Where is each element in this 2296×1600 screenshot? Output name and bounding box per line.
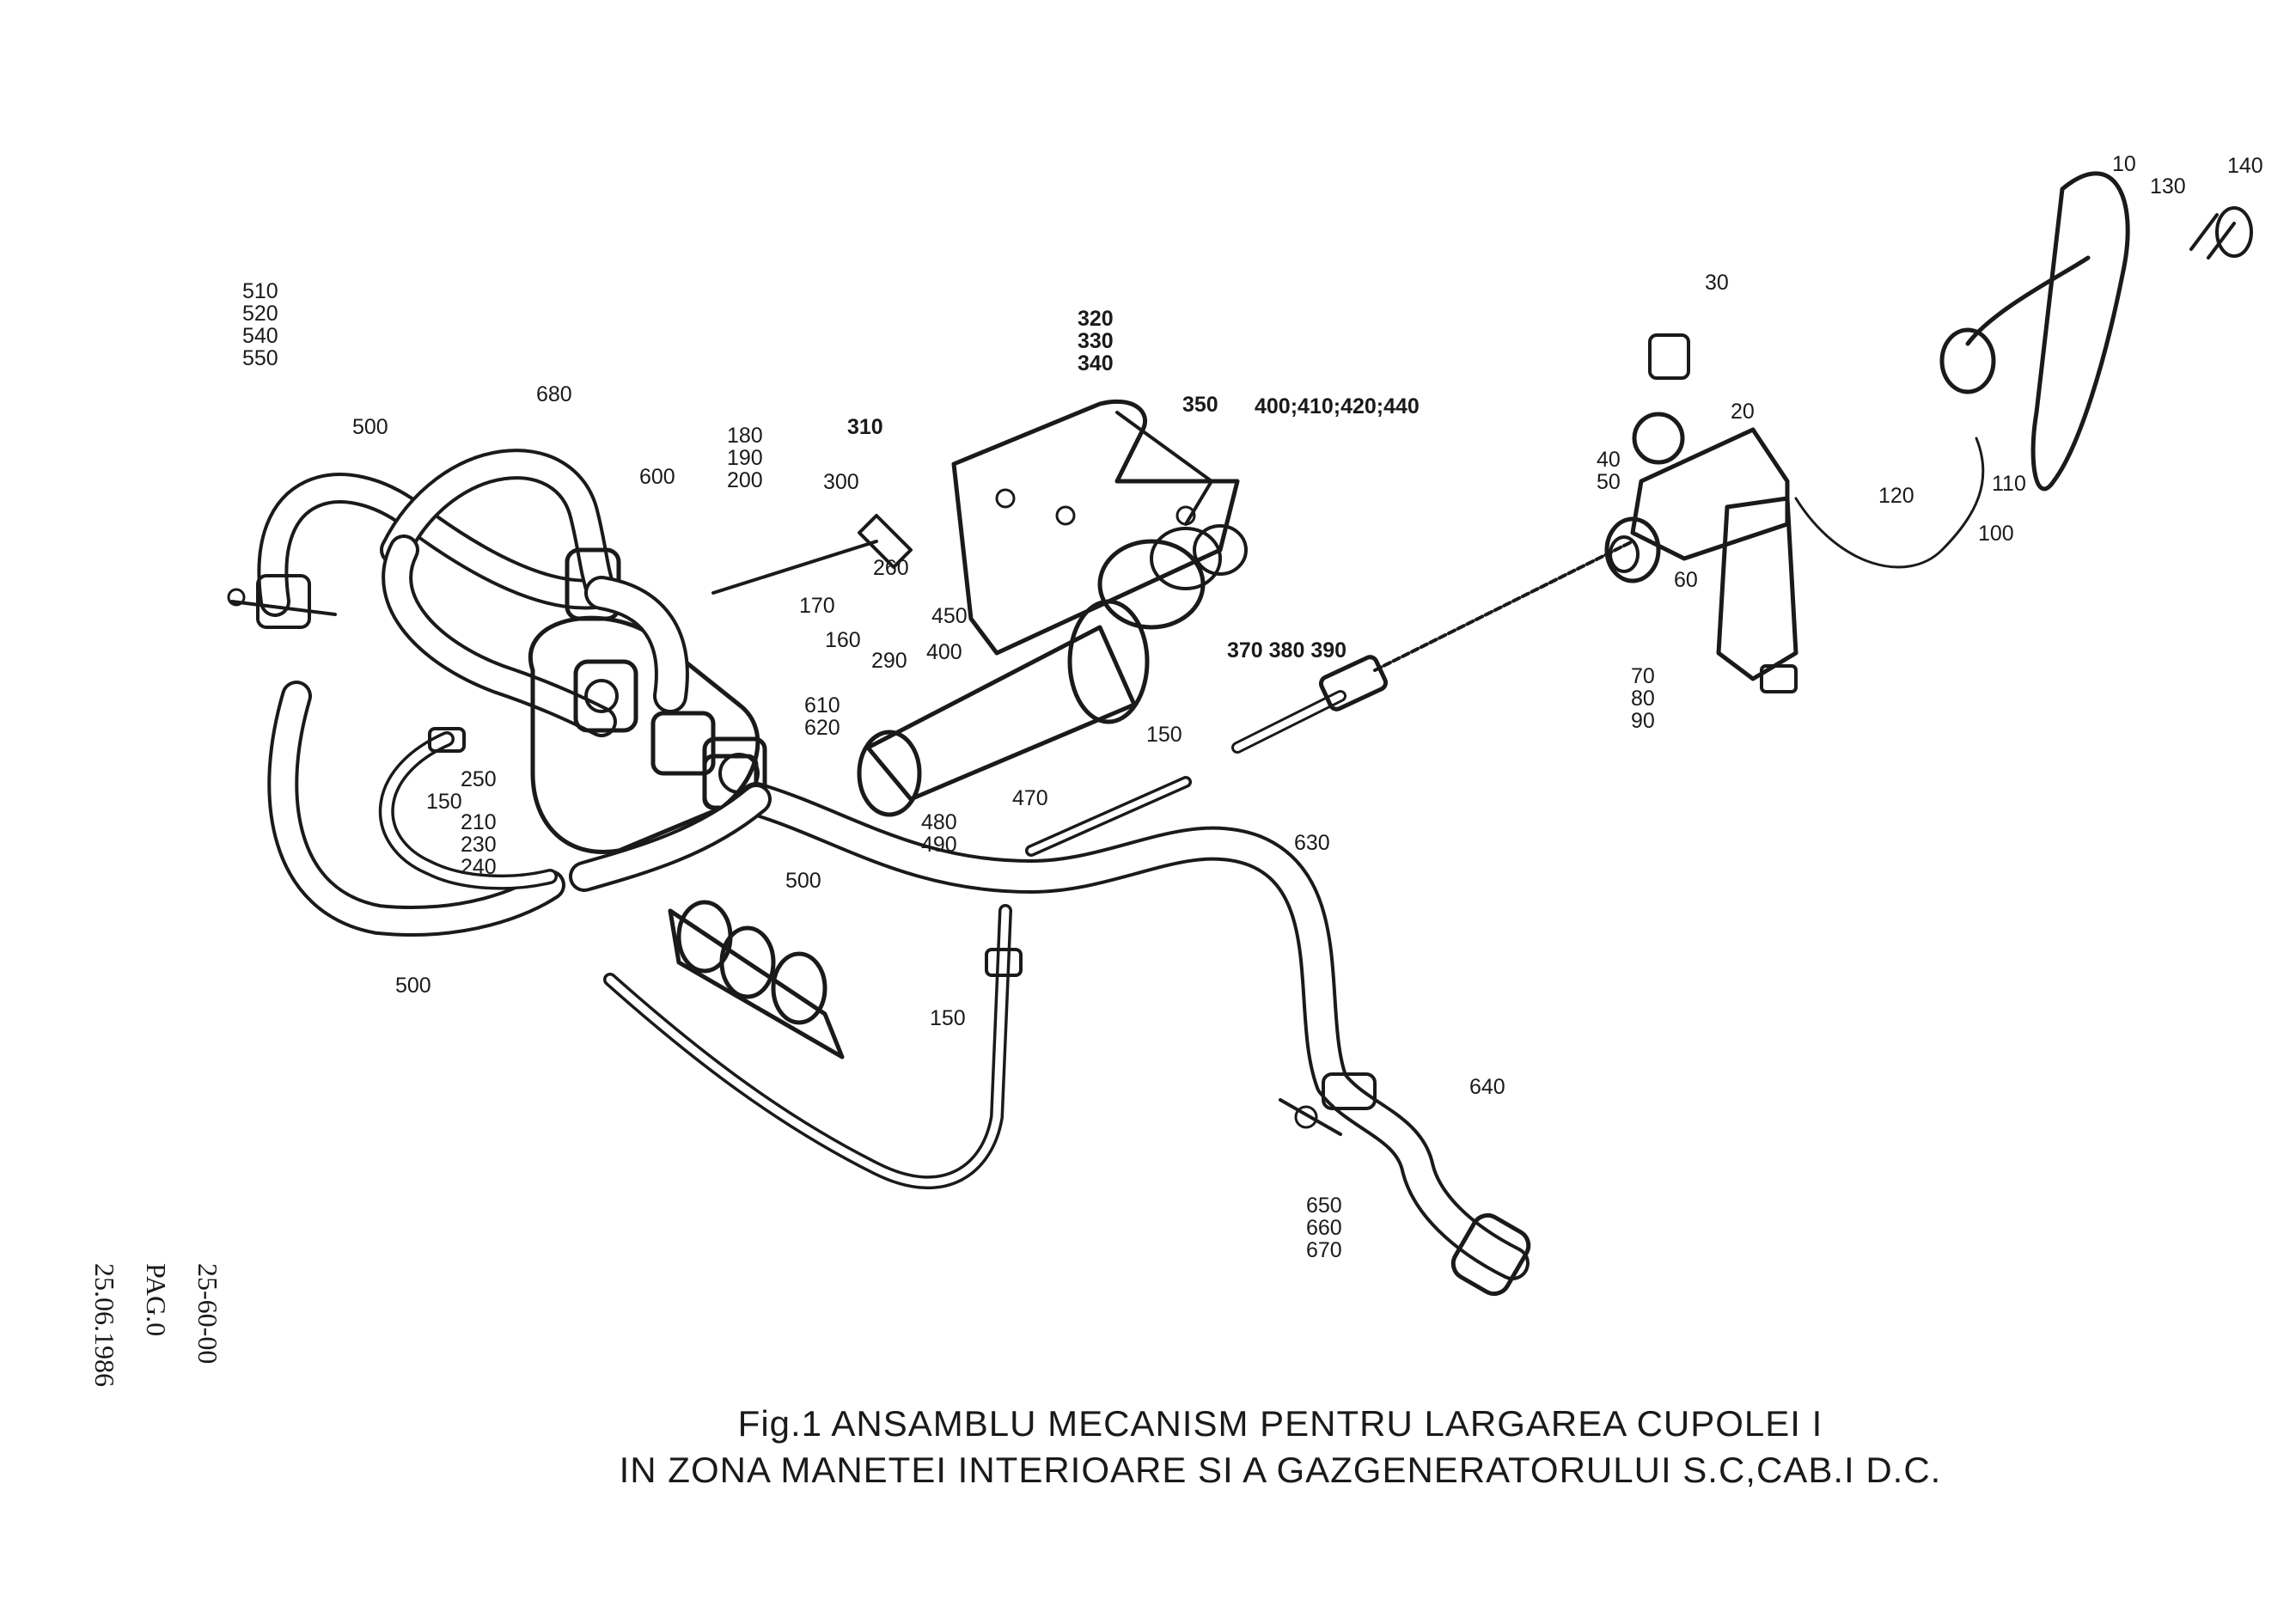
part-label-150-lower: 150 [930,1006,966,1030]
part-label-110: 110 [1992,472,2026,496]
part-label-400-440: 400;410;420;440 [1255,394,1420,418]
part-label-260: 260 [873,556,909,580]
hose-500-left [267,681,565,937]
caption-line-1: Fig.1 ANSAMBLU MECANISM PENTRU LARGAREA … [737,1403,1823,1444]
clamp-640 [1279,1072,1377,1136]
part-label-100: 100 [1978,522,2014,546]
part-label-500-right: 500 [785,869,821,893]
part-label-150-upper: 150 [1146,723,1182,747]
hose-600 [584,576,689,713]
part-label-30: 30 [1705,271,1729,295]
part-label-630: 630 [1294,831,1330,855]
hose-500-lower [569,784,772,892]
part-label-150-left: 150 [426,790,462,814]
tube-150-upper [1025,776,1192,857]
part-label-140: 140 [2227,154,2263,178]
part-label-130: 130 [2150,174,2186,198]
cable-upper-left [711,514,913,595]
part-label-500-bottom: 500 [395,974,431,998]
wire-100 [1794,437,1985,569]
bracket-350 [951,399,1240,656]
part-label-120: 120 [1878,484,1914,508]
part-label-450: 450 [931,604,968,628]
doc-code: 25-60-00 [192,1263,223,1365]
part-label-640: 640 [1469,1075,1505,1099]
part-label-60: 60 [1674,568,1698,592]
doc-date: 25.06.1986 [89,1263,120,1387]
part-label-10: 10 [2112,152,2136,176]
cable-main [1231,540,1634,754]
part-label-160: 160 [825,628,861,652]
tube-150-lower [603,904,1023,1190]
clamp-510 [227,574,337,629]
handle-10 [1939,171,2253,492]
hose-680 [380,449,617,608]
part-label-370-390: 370 380 390 [1227,638,1347,663]
part-label-20: 20 [1731,400,1755,424]
part-label-600: 600 [639,465,675,489]
part-label-470: 470 [1012,786,1048,810]
lever-body-20 [1604,333,1798,693]
tube-150-left [378,727,558,890]
caption-line-2: IN ZONA MANETEI INTERIOARE SI A GAZGENER… [619,1450,1942,1490]
part-label-350: 350 [1182,393,1218,417]
part-label-310: 310 [847,415,883,439]
figure-caption: Fig.1 ANSAMBLU MECANISM PENTRU LARGAREA … [550,1401,2011,1493]
page-side-note: 25-60-00 PAG.0 25.06.1986 [34,1263,223,1435]
part-label-300: 300 [823,470,859,494]
lower-cylinder [668,900,845,1060]
part-label-400: 400 [926,640,962,664]
part-label-170: 170 [799,594,835,618]
part-label-500-top: 500 [352,415,388,439]
page-number: PAG.0 [141,1263,172,1337]
cylinder-470 [857,524,1248,817]
part-label-250: 250 [461,767,497,791]
part-label-680: 680 [536,382,572,406]
part-label-290: 290 [871,649,907,673]
